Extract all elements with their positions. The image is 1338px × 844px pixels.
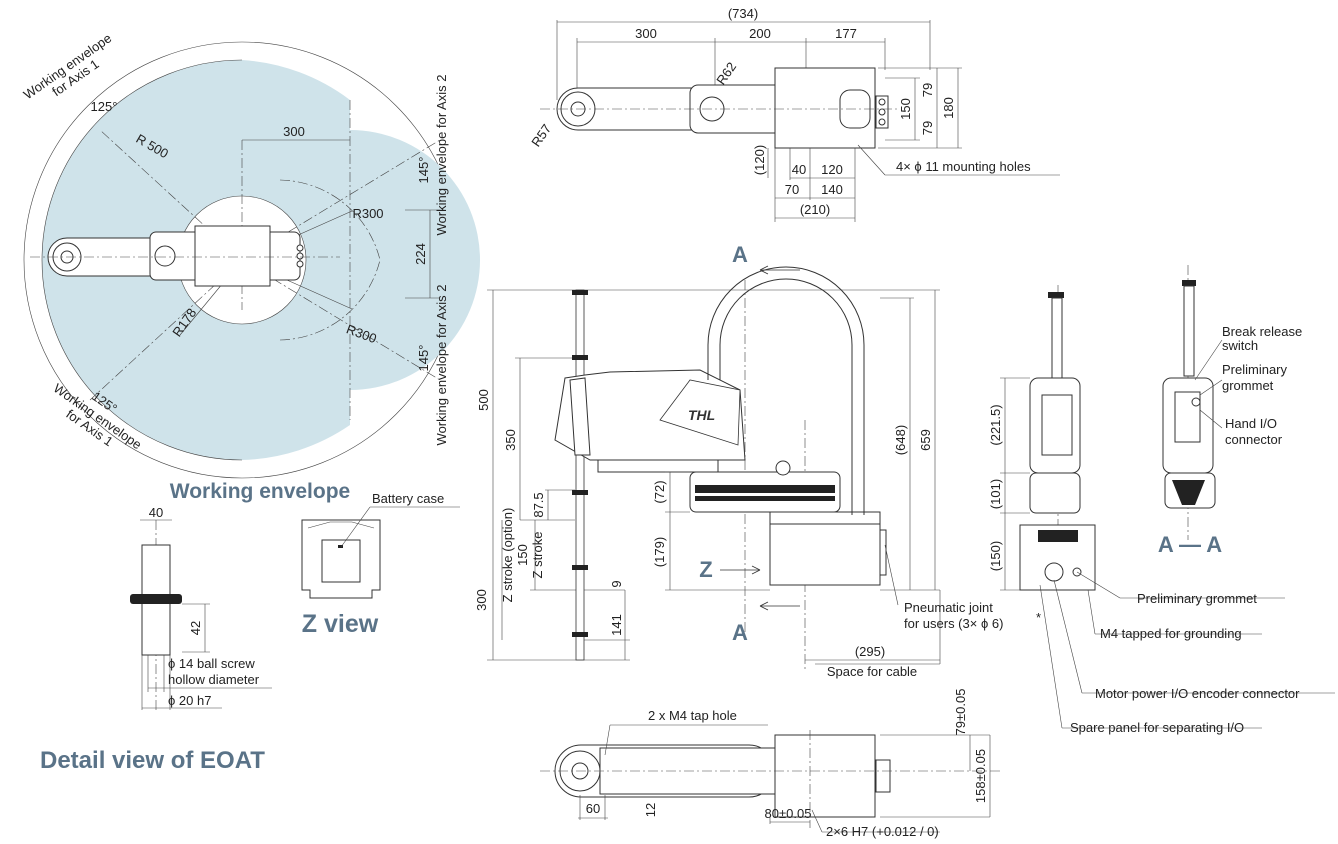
top-dim-200: 200 — [749, 26, 771, 41]
z-view-diagram: Battery case Z view — [301, 491, 460, 638]
bottom-dim-12: 12 — [643, 803, 658, 817]
eoat-dim-42: 42 — [188, 621, 203, 635]
top-dim-180: 180 — [941, 97, 956, 119]
spare-panel-label: Spare panel for separating I/O — [1070, 720, 1244, 735]
side-dim-72: (72) — [652, 480, 667, 503]
envelope-r300-top: R300 — [352, 206, 383, 221]
top-dim-120: 120 — [821, 162, 843, 177]
m4-ground-label: M4 tapped for grounding — [1100, 626, 1242, 641]
working-envelope-diagram: 300 R 500 R300 R300 R178 224 Working env… — [21, 30, 480, 503]
top-dim-120v: (120) — [752, 145, 767, 175]
preliminary-grommet-label: Preliminary grommet — [1137, 591, 1257, 606]
motor-power-label: Motor power I/O encoder connector — [1095, 686, 1300, 701]
hand-io-label-2: connector — [1225, 432, 1283, 447]
side-dim-350: 350 — [503, 429, 518, 451]
envelope-axis2-top-label: Working envelope for Axis 2 — [434, 75, 449, 236]
battery-case — [321, 539, 361, 583]
eoat-dim-20: ϕ 20 h7 — [168, 693, 211, 708]
battery-case-label: Battery case — [372, 491, 444, 506]
side-dim-500: 500 — [476, 389, 491, 411]
bottom-dim-79: 79±0.05 — [953, 689, 968, 736]
side-dim-648: (648) — [893, 425, 908, 455]
pneumatic-joint-sub-label: for users (3× ϕ 6) — [904, 616, 1003, 631]
envelope-axis2-bottom-angle: 145° — [416, 345, 431, 372]
side-dim-179: (179) — [652, 537, 667, 567]
ball-screw-label: ϕ 14 ball screw — [168, 656, 255, 671]
eoat-dim-40: 40 — [149, 505, 163, 520]
side-dim-150: 150 — [515, 544, 530, 566]
bottom-base — [774, 734, 876, 818]
envelope-dim-224: 224 — [413, 243, 428, 265]
bottom-dim-158: 158±0.05 — [973, 749, 988, 803]
side-dim-659: 659 — [918, 429, 933, 451]
eoat-flange — [130, 594, 182, 604]
side-dim-300: 300 — [474, 589, 489, 611]
bottom-h7-label: 2×6 H7 (+0.012 / 0) — [826, 824, 939, 839]
front-dim-221-5: (221.5) — [988, 404, 1003, 445]
envelope-dim-300: 300 — [283, 124, 305, 139]
side-dim-9: 9 — [609, 580, 624, 587]
thl-logo-text: THL — [688, 407, 715, 423]
section-aa-label: A — A — [1158, 532, 1222, 557]
pneumatic-footnote-mark: * — [1036, 610, 1041, 625]
top-dim-140: 140 — [821, 182, 843, 197]
ball-screw-label-2: hollow diameter — [168, 672, 260, 687]
m4-tap-hole-label: 2 x M4 tap hole — [648, 708, 737, 723]
side-dim-295: (295) — [855, 644, 885, 659]
bottom-view-diagram: 2 x M4 tap hole 60 12 80±0.05 2×6 H7 (+0… — [540, 689, 1000, 839]
top-r57: R57 — [528, 121, 554, 149]
z-arrow-label: Z — [699, 557, 712, 582]
z-shaft — [575, 289, 585, 661]
break-release-label-2: switch — [1222, 338, 1258, 353]
top-dim-70: 70 — [785, 182, 799, 197]
top-view-diagram: (734) 300 200 177 150 79 79 180 R62 R57 — [528, 6, 1060, 222]
preliminary-grommet-top-label: Preliminary — [1222, 362, 1288, 377]
bottom-dim-60: 60 — [586, 801, 600, 816]
bottom-dim-80: 80±0.05 — [765, 806, 812, 821]
break-release-label: Break release — [1222, 324, 1302, 339]
envelope-axis2-bottom-label: Working envelope for Axis 2 — [434, 285, 449, 446]
side-z-stroke: Z stroke — [530, 532, 545, 579]
top-dim-210: (210) — [800, 202, 830, 217]
space-for-cable-label: Space for cable — [827, 664, 917, 679]
front-dim-101: (101) — [988, 479, 1003, 509]
side-view-diagram: A 500 350 87.5 150 Z stroke Z stroke (op… — [474, 242, 1041, 679]
front-dim-150: (150) — [988, 541, 1003, 571]
envelope-title: Working envelope — [170, 480, 350, 503]
top-r62: R62 — [713, 59, 739, 87]
section-a-top-label: A — [732, 242, 748, 267]
envelope-axis1-top-angle: 125° — [91, 99, 118, 114]
side-base-lower — [769, 519, 881, 586]
top-dim-79b: 79 — [920, 121, 935, 135]
envelope-axis2-top-angle: 145° — [416, 157, 431, 184]
side-dim-87-5: 87.5 — [531, 492, 546, 517]
eoat-detail-diagram: 40 42 ϕ 14 ball screw hollow diameter ϕ … — [40, 505, 272, 774]
side-dim-141: 141 — [609, 614, 624, 636]
preliminary-grommet-top-label-2: grommet — [1222, 378, 1274, 393]
top-dim-150: 150 — [898, 98, 913, 120]
pneumatic-joint-label: Pneumatic joint — [904, 600, 993, 615]
top-dim-79a: 79 — [920, 83, 935, 97]
top-mounting-holes-label: 4× ϕ 11 mounting holes — [896, 159, 1031, 174]
front-view-diagram: (221.5) (101) (150) A — A Break release … — [988, 265, 1335, 735]
section-a-bottom-label: A — [732, 620, 748, 645]
top-dim-40: 40 — [792, 162, 806, 177]
top-dim-300: 300 — [635, 26, 657, 41]
top-dim-734: (734) — [728, 6, 758, 21]
z-view-title: Z view — [302, 610, 379, 638]
top-dim-177: 177 — [835, 26, 857, 41]
side-z-stroke-option: Z stroke (option) — [500, 508, 515, 603]
hand-io-label: Hand I/O — [1225, 416, 1277, 431]
eoat-title: Detail view of EOAT — [40, 747, 265, 774]
